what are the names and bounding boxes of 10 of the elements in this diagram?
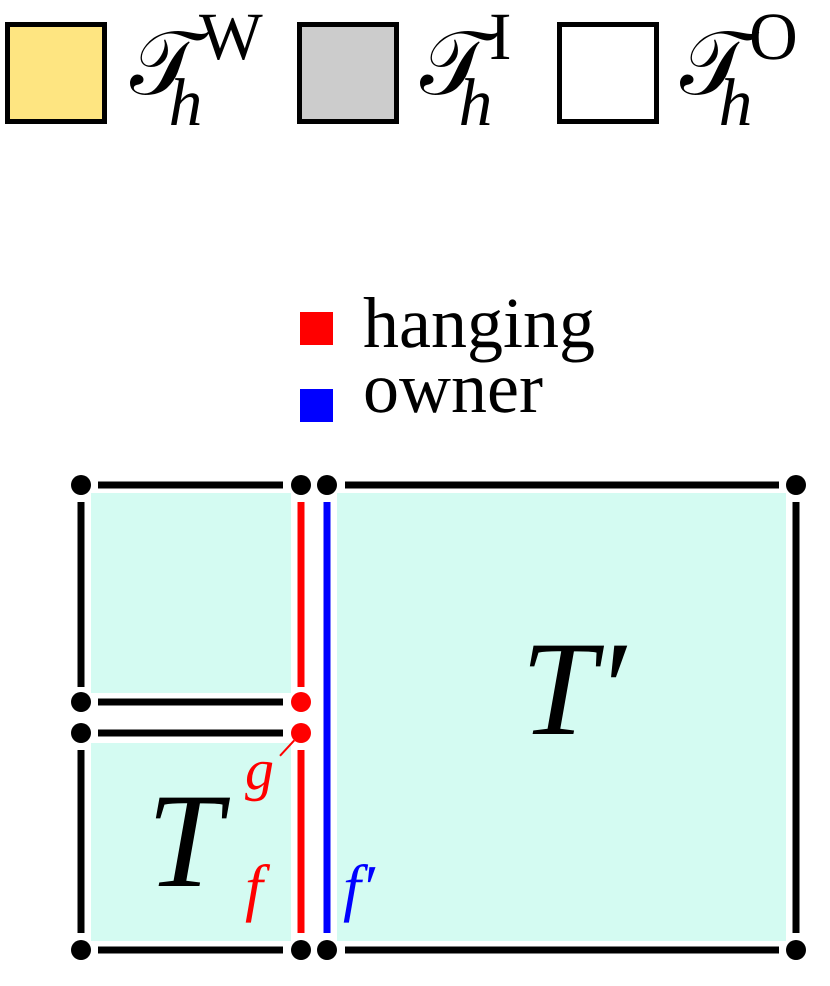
mesh-cell bbox=[91, 743, 291, 941]
cell-label: T′ bbox=[520, 622, 628, 761]
face-label: f′ bbox=[342, 856, 376, 925]
mesh-cell bbox=[337, 493, 786, 941]
vertex-dot bbox=[291, 723, 311, 743]
face-label: f bbox=[241, 856, 273, 928]
vertex-label: g bbox=[241, 747, 280, 807]
mesh-cell bbox=[91, 493, 291, 693]
cell-label: T bbox=[143, 774, 236, 913]
leader-line bbox=[279, 740, 295, 756]
